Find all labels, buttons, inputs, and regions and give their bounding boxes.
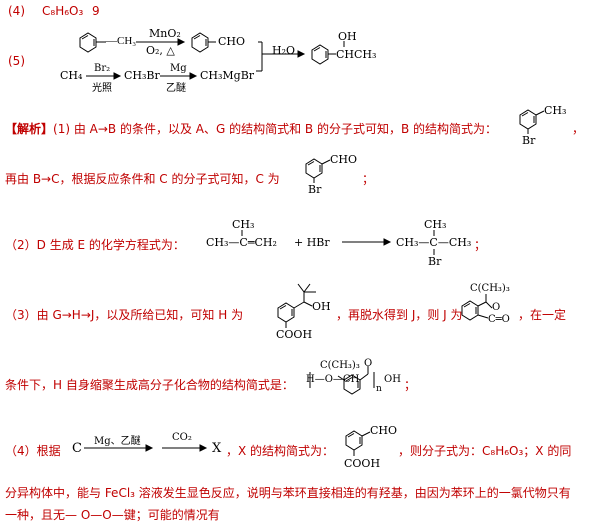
molecular-formula: C₈H₆O₃ xyxy=(42,4,84,18)
eq-plus-hbr: + HBr xyxy=(294,236,330,249)
analysis-line2: 再由 B→C，根据反应条件和 C 的分子式可知，C 为 xyxy=(5,172,280,186)
reagent-mno2: MnO₂ xyxy=(149,27,181,40)
polymer-left: H—O—CH xyxy=(306,374,360,385)
compound-h-cooh: COOH xyxy=(276,328,313,341)
compound-c-structure xyxy=(305,158,331,183)
section3-end: ； xyxy=(404,378,417,392)
polymer-structure xyxy=(309,366,375,395)
polymer-n: n xyxy=(376,384,382,394)
section4-line2: 分异构体中，能与 FeCl₃ 溶液发生显色反应，说明与苯环直接相连的有羟基，由因… xyxy=(5,486,571,500)
compound-b-ch3: CH₃ xyxy=(544,104,567,117)
section3-text1: （3）由 G→H→J，以及所给已知，可知 H 为 xyxy=(5,308,244,322)
section4-cond1: Mg、乙醚 xyxy=(94,436,141,447)
section3-text2: ，再脱水得到 J，则 J 为 xyxy=(336,308,463,322)
reagent-o2-heat: O₂, △ xyxy=(146,44,175,57)
section4-text3: ，则分子式为：C₈H₆O₃；X 的同 xyxy=(398,444,572,458)
compound-j-top: C(CH₃)₃ xyxy=(470,283,510,294)
compound-h-structure xyxy=(277,283,493,328)
eq-left-ch3: CH₃ xyxy=(232,218,255,231)
section2-end: ； xyxy=(474,238,487,252)
reagent-mg: Mg xyxy=(170,63,187,74)
section5-number: (5) xyxy=(8,54,25,68)
section4-cond2: CO₂ xyxy=(172,432,192,443)
eq-right-br: Br xyxy=(428,255,442,268)
eq-left-main: CH₃—C═CH₂ xyxy=(206,236,277,249)
bromomethane-label: CH₃Br xyxy=(124,69,160,82)
final-chch3-label: CHCH₃ xyxy=(336,48,377,61)
reagent-br2: Br₂ xyxy=(94,63,111,74)
polymer-oh: OH xyxy=(384,374,401,385)
section4-number: (4) xyxy=(8,4,25,18)
final-oh-label: OH xyxy=(338,30,357,43)
compound-c-br: Br xyxy=(308,183,322,196)
compound-j-o: O xyxy=(492,302,501,313)
analysis-line1: 【解析】(1) 由 A→B 的条件，以及 A、G 的结构简式和 B 的分子式可知… xyxy=(5,120,497,137)
compound-x-cho: CHO xyxy=(370,424,398,437)
section4-x: X xyxy=(212,441,222,456)
eq-right-ch3: CH₃ xyxy=(424,218,447,231)
methane-label: CH₄ xyxy=(60,69,83,82)
section3-line2: 条件下，H 自身缩聚生成高分子化合物的结构简式是： xyxy=(5,378,294,392)
analysis-tag: 【解析】 xyxy=(5,122,54,136)
section4-text2: ，X 的结构简式为： xyxy=(226,444,335,458)
benzaldehyde-cho: CHO xyxy=(218,35,246,48)
section4-c: C xyxy=(72,441,82,456)
compound-b-structure xyxy=(519,109,545,134)
grignard-label: CH₃MgBr xyxy=(200,69,255,82)
analysis-line2-end: ； xyxy=(362,172,375,186)
eq-right-main: CH₃—C—CH₃ xyxy=(396,236,472,249)
reagent-h2o: H₂O xyxy=(272,44,296,57)
isomer-count: 9 xyxy=(92,4,100,18)
condition-light: 光照 xyxy=(92,83,112,94)
section3-text3: ，在一定 xyxy=(518,308,567,322)
compound-b-br: Br xyxy=(522,134,536,147)
analysis-line1-end: ， xyxy=(572,122,585,136)
polymer-o: O xyxy=(364,358,373,369)
condition-ether: 乙醚 xyxy=(166,83,186,94)
polymer-top: C(CH₃)₃ xyxy=(320,360,360,371)
section4-text1: （4）根据 xyxy=(5,444,61,458)
compound-h-oh: OH xyxy=(312,300,331,313)
compound-x-cooh: COOH xyxy=(344,457,381,470)
compound-c-cho: CHO xyxy=(330,153,358,166)
analysis-line1-text: (1) 由 A→B 的条件，以及 A、G 的结构简式和 B 的分子式可知，B 的… xyxy=(53,122,498,136)
toluene-ch3-label: —CH₃ xyxy=(106,35,137,47)
section2-text: （2）D 生成 E 的化学方程式为： xyxy=(5,238,185,252)
toluene-structure xyxy=(79,32,345,80)
compound-j-co: C═O xyxy=(488,314,510,325)
section4-line3: 一种，且无— O—O—键；可能的情况有 xyxy=(5,508,220,522)
equation-bonds xyxy=(241,230,435,255)
